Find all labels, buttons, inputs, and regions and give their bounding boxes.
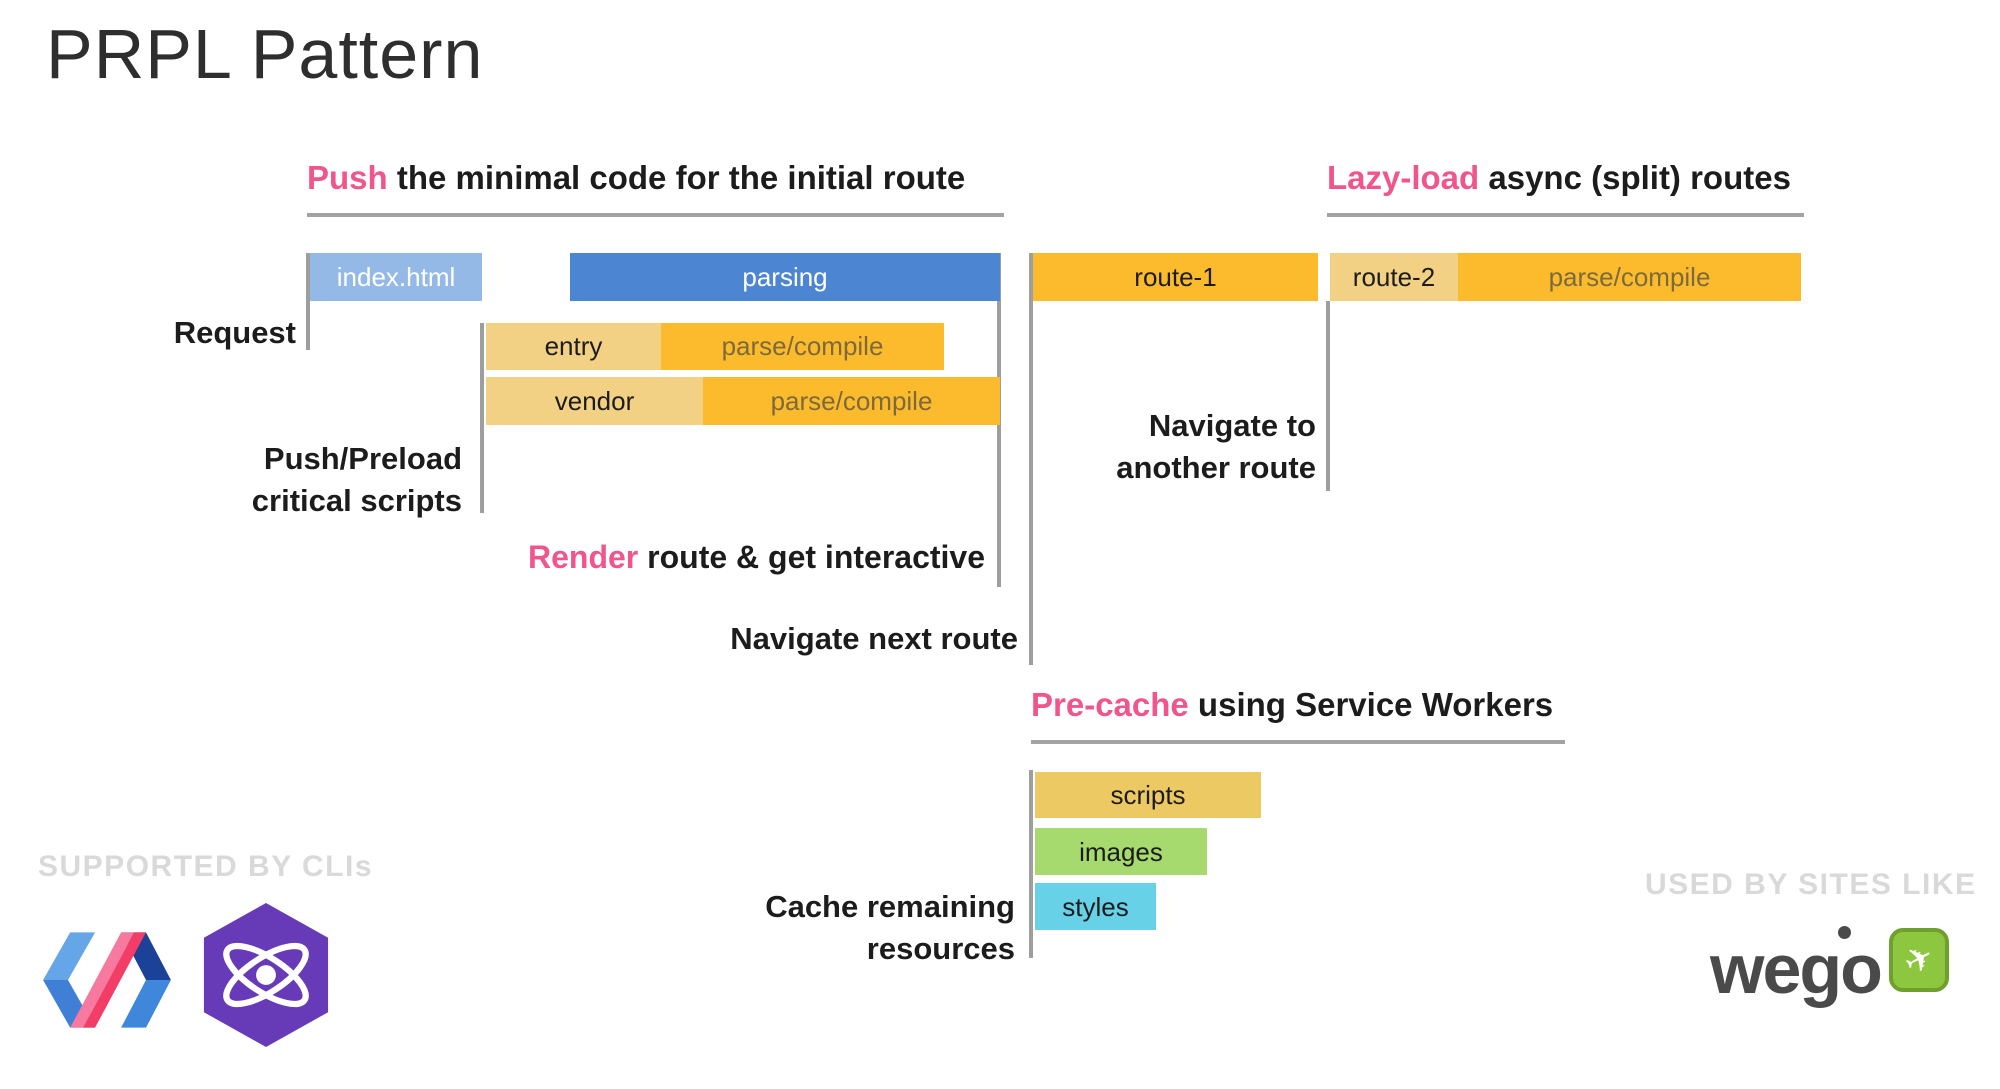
render-highlight: Render (528, 539, 639, 575)
index-html-bar: index.html (310, 253, 482, 301)
navigate-another-route-label: Navigate to another route (1116, 408, 1316, 485)
preact-logo-icon (203, 903, 329, 1047)
request-label: Request (173, 315, 296, 350)
push-rest: the minimal code for the initial route (387, 159, 966, 196)
render-rest: route & get interactive (638, 539, 985, 575)
lazy-load-highlight: Lazy-load (1327, 159, 1480, 196)
polymer-logo-icon (33, 928, 181, 1032)
pre-cache-rest: using Service Workers (1188, 686, 1554, 723)
vendor-bar: vendor parse/compile (486, 377, 1000, 425)
cache-remaining-resources-label: Cache remaining resources (765, 889, 1015, 966)
wego-wordmark: wego (1710, 930, 1883, 1008)
pre-cache-marker-line (1029, 770, 1033, 958)
pre-cache-section-heading: Pre-cache using Service Workers (1031, 685, 1565, 744)
route-2-bar: route-2 parse/compile (1330, 253, 1801, 301)
vendor-parse-compile-segment: parse/compile (703, 377, 1000, 425)
request-marker-line (306, 253, 310, 350)
lazy-load-underline (1327, 212, 1804, 217)
used-by-sites-caption: USED BY SITES LIKE (1645, 868, 1977, 901)
route-1-bar: route-1 (1033, 253, 1318, 301)
pre-cache-underline (1031, 739, 1565, 744)
scripts-bar: scripts (1035, 772, 1261, 818)
entry-bar: entry parse/compile (486, 323, 944, 370)
images-bar: images (1035, 828, 1207, 875)
pre-cache-highlight: Pre-cache (1031, 686, 1189, 723)
push-highlight: Push (307, 159, 388, 196)
lazy-load-rest: async (split) routes (1479, 159, 1791, 196)
parsing-bar: parsing (570, 253, 1000, 301)
wego-logo: wego ✈ (1710, 926, 1949, 1008)
supported-by-clis-caption: SUPPORTED BY CLIs (38, 850, 374, 883)
lazy-load-section-heading: Lazy-load async (split) routes (1327, 158, 1804, 217)
push-preload-marker-line (480, 323, 484, 513)
navigate-another-marker-line (1326, 301, 1330, 491)
entry-label-segment: entry (486, 323, 661, 370)
push-preload-label: Push/Preload critical scripts (251, 441, 462, 518)
wego-g-dot (1838, 926, 1851, 939)
route-2-parse-compile-segment: parse/compile (1458, 253, 1801, 301)
route-2-label-segment: route-2 (1330, 253, 1458, 301)
vendor-label-segment: vendor (486, 377, 703, 425)
render-label: Render route & get interactive (400, 536, 985, 579)
wego-badge: ✈ (1888, 928, 1949, 992)
push-underline (307, 212, 1004, 217)
entry-parse-compile-segment: parse/compile (661, 323, 944, 370)
push-section-heading: Push the minimal code for the initial ro… (307, 158, 1004, 217)
wego-plane-icon: ✈ (1897, 936, 1941, 984)
page-title: PRPL Pattern (46, 15, 484, 93)
navigate-next-marker-line (1029, 253, 1033, 665)
styles-bar: styles (1035, 883, 1156, 930)
navigate-next-route-label: Navigate next route (730, 621, 1018, 656)
